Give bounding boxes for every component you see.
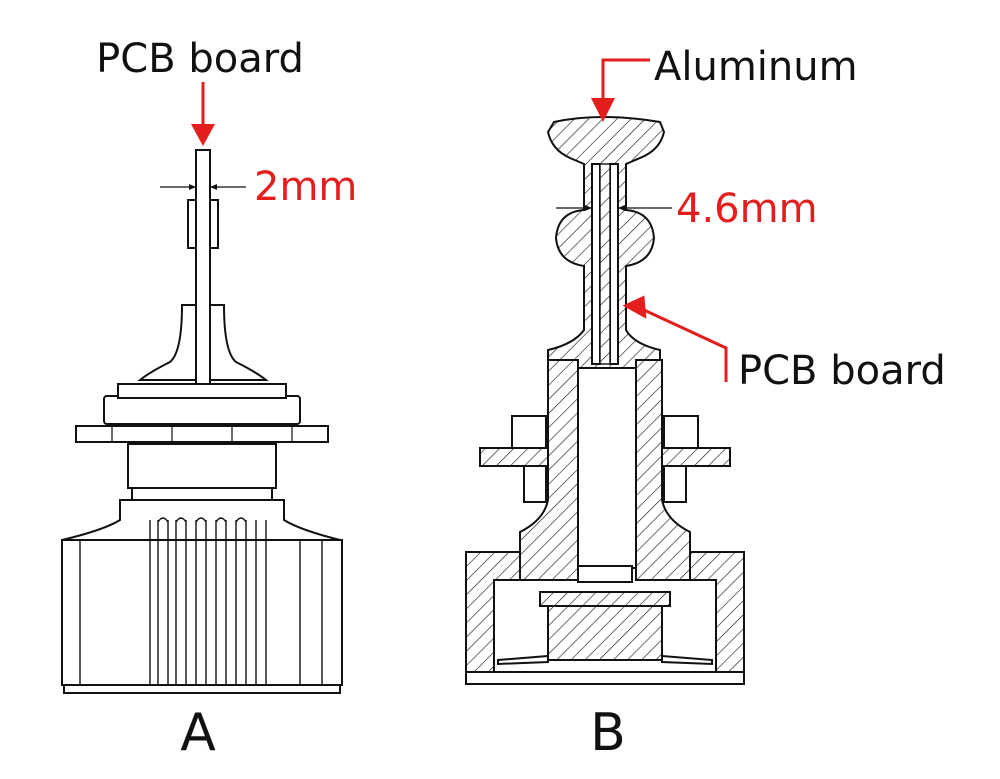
label-b-pcb-board: PCB board — [738, 348, 946, 394]
label-letter-a: A — [180, 703, 216, 763]
label-a-pcb-board: PCB board — [96, 36, 304, 82]
label-b-dimension: 4.6mm — [676, 186, 818, 232]
label-letter-b: B — [590, 703, 626, 763]
bulb-a-drawing — [61, 82, 343, 694]
label-b-aluminum: Aluminum — [654, 44, 858, 90]
label-a-dimension: 2mm — [254, 164, 357, 210]
bulb-b-drawing — [465, 58, 745, 685]
